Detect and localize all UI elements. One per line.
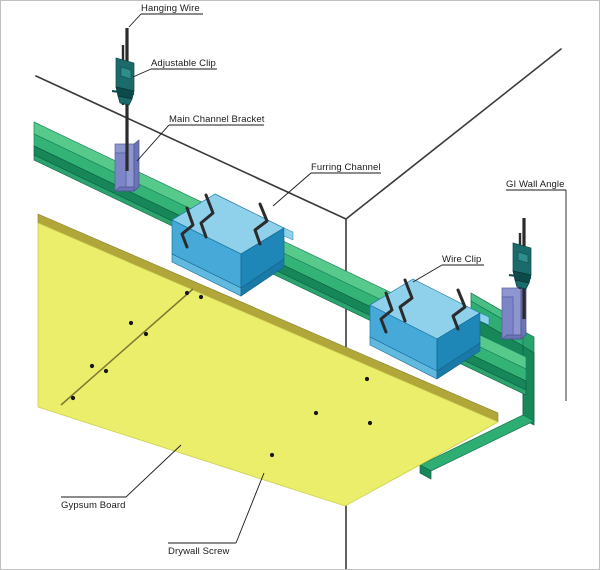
label-gi-wall-angle: GI Wall Angle <box>506 179 565 190</box>
label-wire-clip: Wire Clip <box>442 254 482 265</box>
drywall-screw <box>313 410 319 416</box>
label-hanging-wire: Hanging Wire <box>141 3 200 14</box>
leader-hanging-wire <box>128 13 142 28</box>
gypsum-board-joint <box>60 288 194 406</box>
drywall-screw <box>70 395 76 401</box>
leader-wire-clip <box>412 264 443 283</box>
drywall-screw <box>269 452 275 458</box>
drywall-screw <box>198 294 204 300</box>
leader-gypsum-board <box>125 444 182 498</box>
wire-clip <box>451 288 467 331</box>
main-channel-bracket-left <box>114 139 140 192</box>
leader-adjustable-clip <box>132 68 152 78</box>
wire-clip <box>180 206 195 249</box>
leader-furring-channel <box>272 172 312 207</box>
label-main-channel-bracket: Main Channel Bracket <box>169 114 265 125</box>
label-furring-channel: Furring Channel <box>311 162 381 173</box>
drywall-screw <box>364 376 370 382</box>
drywall-screw <box>367 420 373 426</box>
ceiling-line-right <box>345 48 562 220</box>
adjustable-clip-right <box>508 242 532 290</box>
furring-channel-left <box>171 193 294 297</box>
label-drywall-screw: Drywall Screw <box>168 546 230 557</box>
drywall-screw <box>143 331 149 337</box>
label-underlines <box>61 13 566 544</box>
wire-clip <box>398 278 414 323</box>
furring-channel-right <box>369 278 490 380</box>
wire-clips <box>180 193 467 334</box>
drywall-screw <box>184 290 190 296</box>
wire-clip <box>253 202 269 246</box>
label-leader-lines <box>125 13 567 544</box>
drywall-screw <box>89 363 95 369</box>
gypsum-board <box>37 213 499 507</box>
drywall-screws <box>70 290 373 458</box>
drywall-screw <box>103 368 109 374</box>
drywall-screw <box>128 320 134 326</box>
wire-clip <box>379 291 394 334</box>
ceiling-line-left <box>35 75 347 220</box>
wire-clip <box>199 193 215 239</box>
label-gypsum-board: Gypsum Board <box>61 500 126 511</box>
label-adjustable-clip: Adjustable Clip <box>151 58 216 69</box>
leader-main-channel-bracket <box>136 124 170 162</box>
leader-drywall-screw <box>235 472 265 544</box>
adjustable-clip-left <box>111 57 135 106</box>
